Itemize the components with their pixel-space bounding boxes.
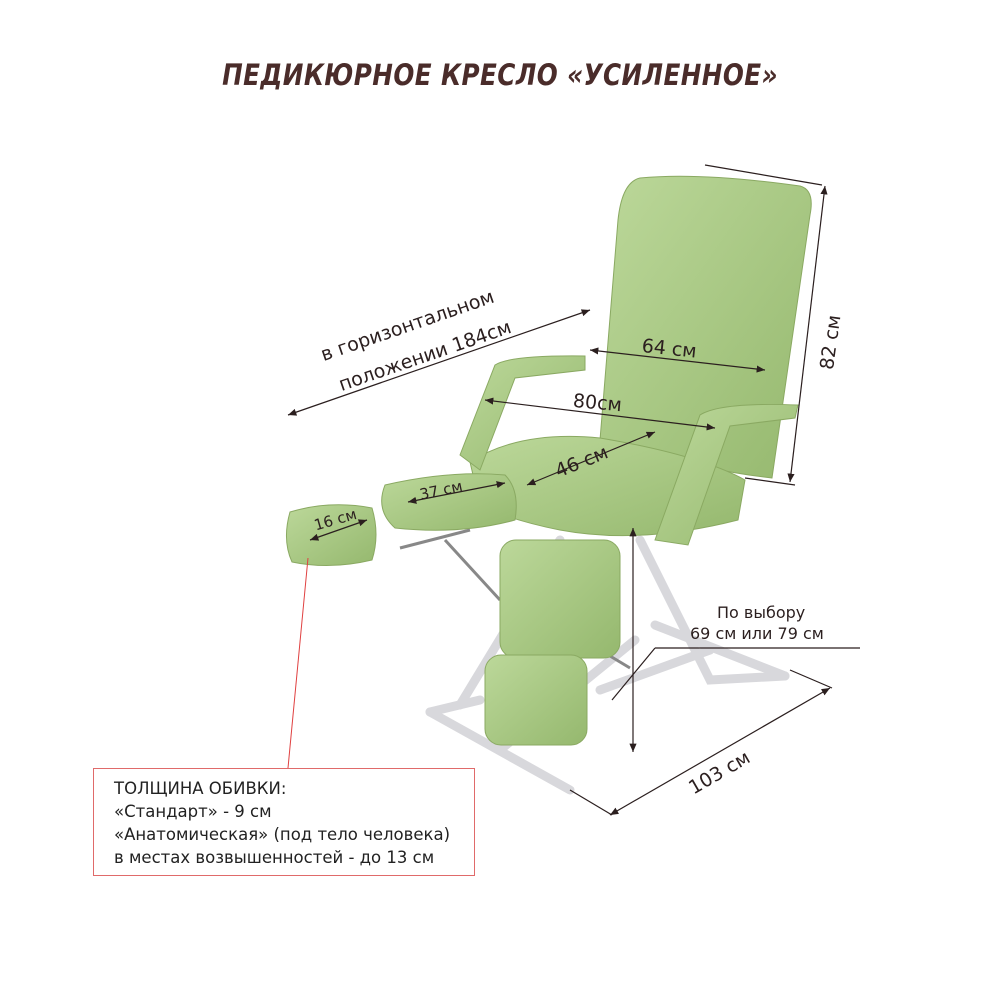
dim-82 (787, 185, 828, 483)
upholstery-note: ТОЛЩИНА ОБИВКИ: «Стандарт» - 9 см «Анато… (93, 768, 475, 876)
dim-103 (609, 687, 831, 816)
note-heading: ТОЛЩИНА ОБИВКИ: (114, 779, 287, 798)
dim-37 (407, 481, 506, 504)
note-line: в местах возвышенностей - до 13 см (114, 848, 435, 867)
note-line: «Стандарт» - 9 см (114, 802, 272, 821)
dim-80 (484, 397, 716, 431)
label-80: 80см (572, 390, 623, 417)
dim-184 (287, 309, 591, 416)
dim-16 (309, 519, 368, 541)
dim-64 (589, 347, 766, 373)
dim-46 (526, 431, 656, 486)
legrest-upper (499, 539, 621, 659)
label-seat-height-1: По выбору (717, 603, 806, 622)
note-pointer (287, 557, 309, 769)
note-line: «Анатомическая» (под тело человека) (114, 825, 451, 844)
legrest-lower (484, 654, 588, 746)
label-seat-height-2: 69 см или 79 см (690, 624, 824, 643)
page-title: ПЕДИКЮРНОЕ КРЕСЛО «УСИЛЕННОЕ» (222, 58, 778, 92)
